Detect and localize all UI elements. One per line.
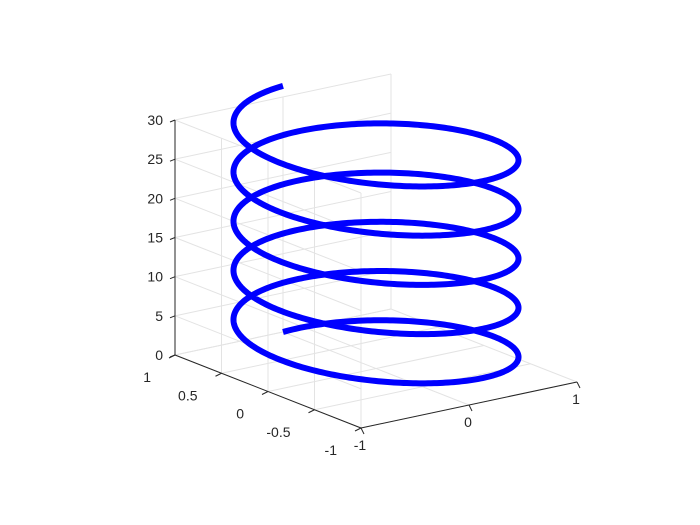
z-tick-mark-6 [169,119,176,123]
z-tick-mark-5 [169,158,176,162]
y-tick-mark-1 [308,409,315,414]
x-tick-mark-0 [360,427,365,435]
z-tick-label-2: 10 [147,269,163,285]
z-tick-mark-0 [169,354,176,358]
data-layer [230,83,522,387]
y-tick-label-4: 1 [143,369,151,385]
x-tick-mark-2 [576,381,581,389]
side-grid-z-2 [174,276,362,351]
back-grid-z-6 [174,73,392,121]
z-tick-label-0: 0 [155,347,163,363]
x-tick-label-2: 1 [572,391,580,407]
y-tick-label-0: -1 [325,442,338,458]
x-tick-label-0: -1 [354,437,367,453]
z-tick-label-6: 30 [147,112,163,128]
back-grid-z-4 [174,151,392,199]
y-tick-label-1: -0.5 [266,424,290,440]
side-grid-z-5 [174,158,362,233]
z-tick-label-4: 20 [147,190,163,206]
axis-layer [168,119,581,435]
z-tick-label-5: 25 [147,151,163,167]
x-tick-label-1: 0 [464,414,472,430]
z-tick-mark-1 [169,315,176,319]
y-tick-mark-0 [354,427,362,432]
side-grid-z-4 [174,197,362,272]
z-tick-label-1: 5 [155,308,163,324]
z-tick-mark-2 [169,276,176,280]
back-grid-z-2 [174,230,392,278]
x-tick-mark-1 [468,404,473,412]
helix-series-line-0 [230,83,522,387]
z-tick-mark-4 [169,197,176,201]
y-tick-label-2: 0 [236,406,244,422]
y-tick-mark-2 [261,391,269,395]
floor-grid-y-1 [314,363,531,411]
y-tick-label-3: 0.5 [178,387,198,403]
z-tick-label-3: 15 [147,230,163,246]
z-tick-mark-3 [169,237,176,240]
floor-grid-y-2 [267,345,485,392]
y-tick-mark-3 [215,372,222,377]
side-grid-z-3 [174,237,362,311]
